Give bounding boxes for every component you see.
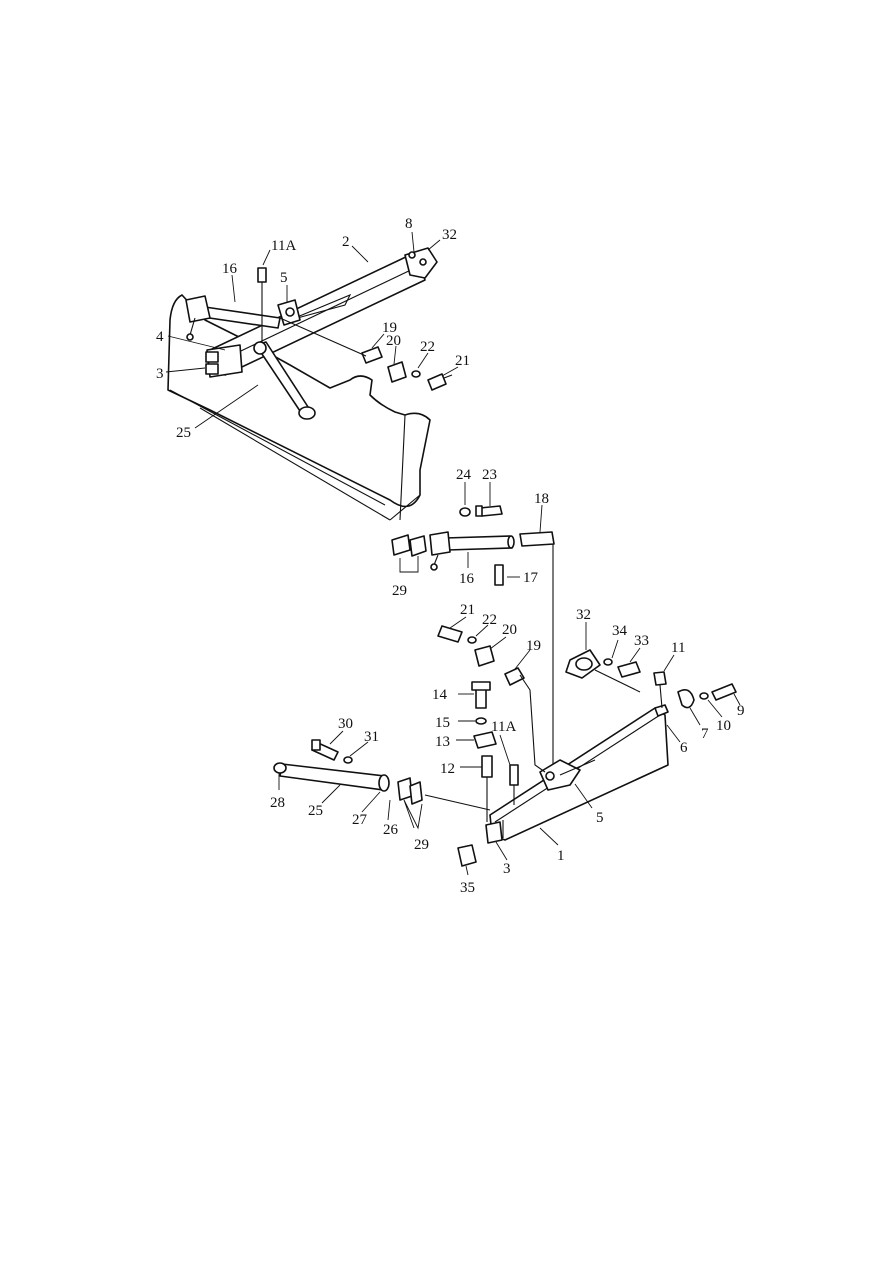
callout-30: 30 xyxy=(338,716,353,732)
callout-5-bot: 5 xyxy=(596,810,604,826)
callout-3-bot: 3 xyxy=(503,861,511,877)
leader-lines xyxy=(165,231,741,876)
callout-2: 2 xyxy=(342,234,350,250)
top-assembly xyxy=(167,247,453,521)
callout-18: 18 xyxy=(534,491,549,507)
callout-6: 6 xyxy=(680,740,688,756)
callout-31: 31 xyxy=(364,729,379,745)
strut-25-bot xyxy=(279,763,386,791)
callout-11: 11 xyxy=(671,640,685,656)
bracket-3-bot xyxy=(485,821,503,844)
bottom-assembly xyxy=(273,625,737,867)
washer-15 xyxy=(475,717,487,725)
callout-19-top: 19 xyxy=(382,320,397,336)
plate-20-bot xyxy=(474,645,495,667)
callout-22-bot: 22 xyxy=(482,612,497,628)
callout-11A-top: 11A xyxy=(271,238,296,254)
callout-9: 9 xyxy=(737,703,745,719)
callout-29-mid: 29 xyxy=(392,583,407,599)
washer-34 xyxy=(603,658,613,666)
callout-25-top: 25 xyxy=(176,425,191,441)
bolt-21-top xyxy=(427,373,447,391)
callout-labels: 8 32 2 11A 16 5 4 3 19 20 22 21 25 24 23… xyxy=(156,216,745,896)
bolt-23 xyxy=(479,505,503,517)
callout-4: 4 xyxy=(156,329,164,345)
callout-21-bot: 21 xyxy=(460,602,475,618)
callout-34: 34 xyxy=(612,623,628,639)
callout-32-bot: 32 xyxy=(576,607,591,623)
grease-nipple-17 xyxy=(494,564,504,586)
washer-24 xyxy=(459,507,471,517)
callout-27: 27 xyxy=(352,812,368,828)
bolt-21-bot xyxy=(437,625,463,643)
callout-35: 35 xyxy=(460,880,475,896)
clip-7 xyxy=(677,689,695,709)
callout-26: 26 xyxy=(383,822,399,838)
pin-12 xyxy=(481,755,493,778)
callout-7: 7 xyxy=(701,726,709,742)
plate-20-top xyxy=(387,361,407,383)
callout-22-top: 22 xyxy=(420,339,435,355)
callout-10: 10 xyxy=(716,718,731,734)
callout-13: 13 xyxy=(435,734,450,750)
callout-12: 12 xyxy=(440,761,455,777)
block-35 xyxy=(457,844,477,867)
callout-29-bot: 29 xyxy=(414,837,429,853)
callout-23: 23 xyxy=(482,467,497,483)
callout-25-bot: 25 xyxy=(308,803,323,819)
nut-11 xyxy=(653,671,667,686)
plate-13 xyxy=(473,731,497,749)
bolt-33 xyxy=(617,661,641,678)
callout-11A-bot: 11A xyxy=(491,719,516,735)
grease-nipple-top xyxy=(257,267,267,283)
pin-19-bot xyxy=(504,667,525,686)
bolt-9 xyxy=(711,683,737,701)
washer-31 xyxy=(343,756,353,764)
callout-32-top: 32 xyxy=(442,227,457,243)
callout-1: 1 xyxy=(557,848,565,864)
callout-8: 8 xyxy=(405,216,413,232)
washer-22-bot xyxy=(467,636,477,644)
callout-24: 24 xyxy=(456,467,472,483)
callout-5-top: 5 xyxy=(280,270,288,286)
callout-16-top: 16 xyxy=(222,261,238,277)
callout-14: 14 xyxy=(432,687,448,703)
callout-15: 15 xyxy=(435,715,450,731)
callout-28: 28 xyxy=(270,795,285,811)
callout-21-top: 21 xyxy=(455,353,470,369)
callout-20-bot: 20 xyxy=(502,622,517,638)
callout-19-bot: 19 xyxy=(526,638,541,654)
callout-16-mid: 16 xyxy=(459,571,475,587)
shim-29-mid xyxy=(391,534,411,556)
callout-3-top: 3 xyxy=(156,366,164,382)
callout-17: 17 xyxy=(523,570,539,586)
callout-20-top: 20 xyxy=(386,333,401,349)
callout-33: 33 xyxy=(634,633,649,649)
washer-22-top xyxy=(411,370,421,378)
pin-18 xyxy=(519,531,555,547)
pin-16-mid xyxy=(444,535,513,551)
middle-parts xyxy=(391,505,555,765)
washer-10 xyxy=(699,692,709,700)
grease-nipple-bot xyxy=(509,764,519,786)
pin-19-top xyxy=(361,346,383,364)
